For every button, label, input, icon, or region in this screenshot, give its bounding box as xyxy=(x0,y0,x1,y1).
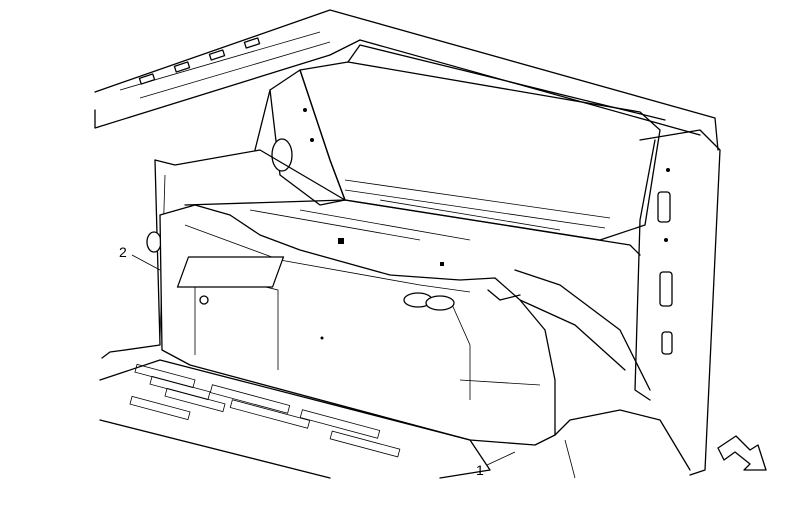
callout-leaders xyxy=(131,254,516,466)
forward-direction-arrow-icon xyxy=(717,435,767,471)
left-pillar xyxy=(254,69,346,206)
roof-structure xyxy=(94,9,719,151)
cargo-floor xyxy=(99,359,491,479)
wheelhouse xyxy=(554,409,691,479)
rear-deck xyxy=(184,199,641,266)
callout-1-label: 1 xyxy=(476,462,484,478)
right-pillar xyxy=(514,129,721,476)
callout-2-label: 2 xyxy=(119,244,127,260)
rear-trim-panel xyxy=(159,204,556,446)
